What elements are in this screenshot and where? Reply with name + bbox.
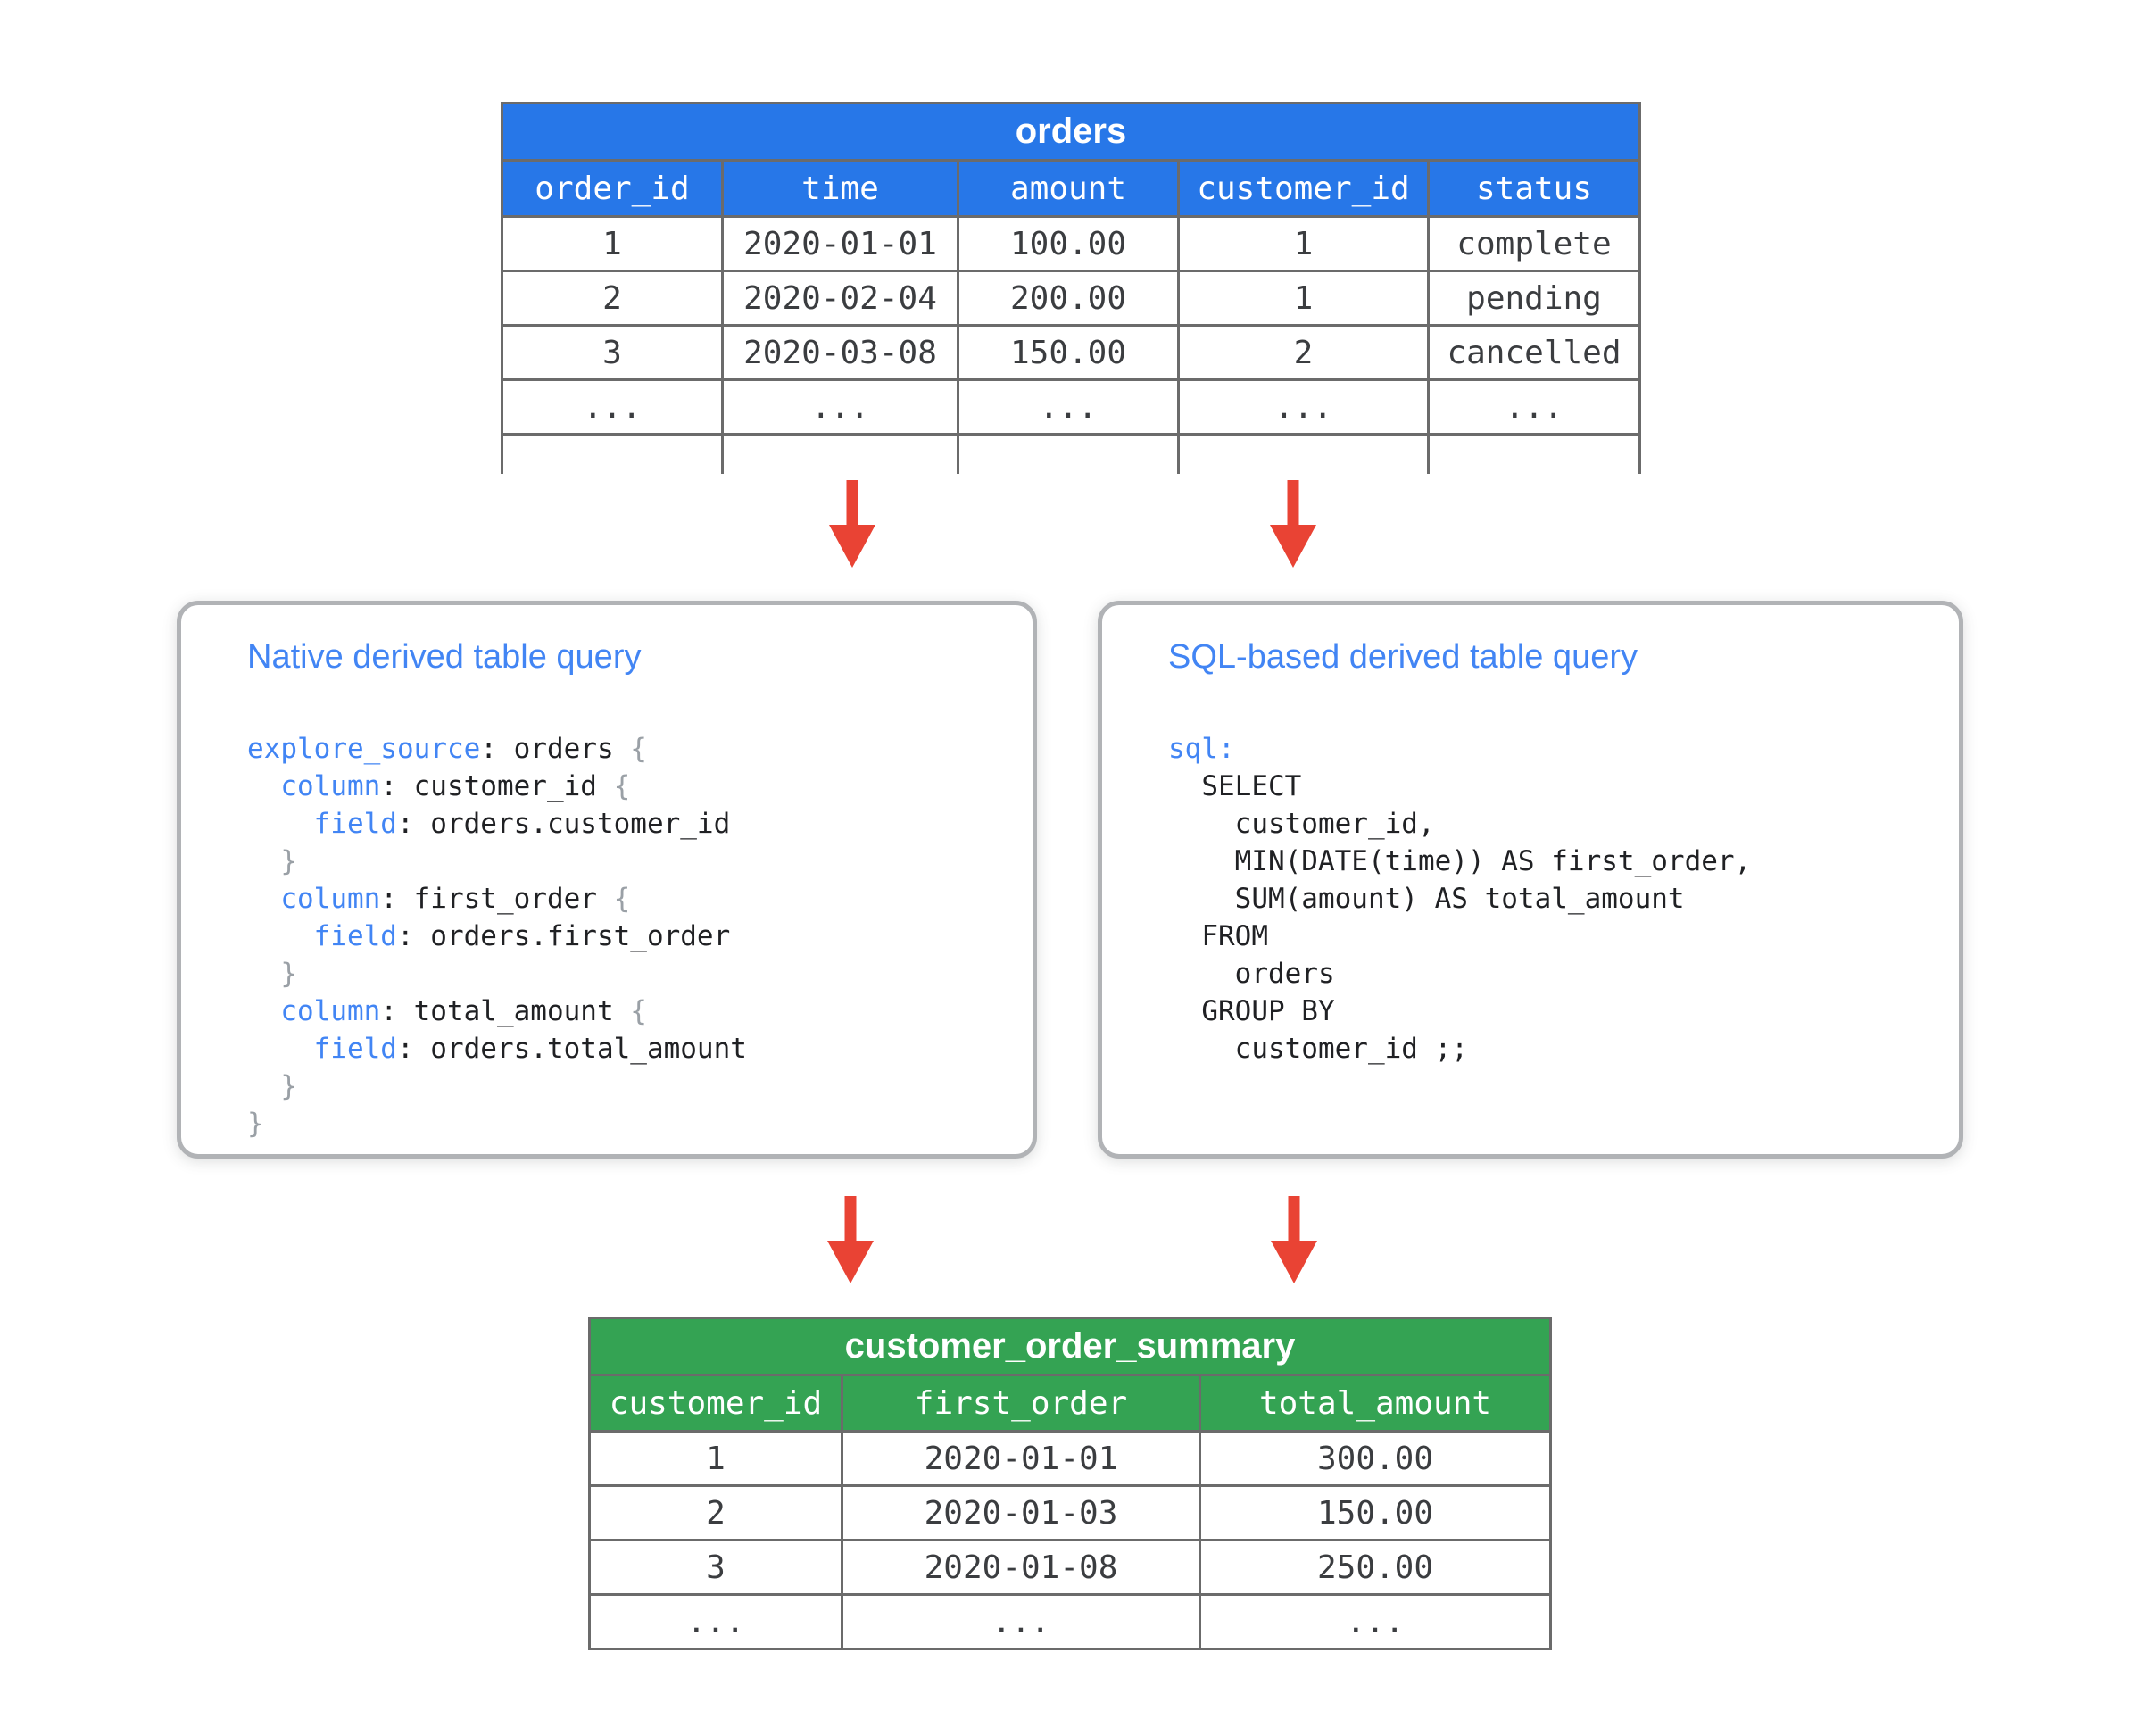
table-cell: 150.00 bbox=[957, 324, 1180, 381]
table-cell: ... bbox=[1198, 1593, 1553, 1650]
table-row: ......... bbox=[588, 1593, 1553, 1650]
sql-box-title: SQL-based derived table query bbox=[1168, 638, 1638, 676]
down-arrow-native-to-summary bbox=[827, 1196, 874, 1283]
table-cell: ... bbox=[501, 378, 724, 436]
column-header: customer_id bbox=[1177, 159, 1430, 218]
code-line: } bbox=[247, 1070, 297, 1102]
table-cell: ... bbox=[1427, 378, 1641, 436]
down-arrow-sql-to-summary bbox=[1271, 1196, 1317, 1283]
table-cell: ... bbox=[721, 378, 959, 436]
table-cell: 2 bbox=[1177, 324, 1430, 381]
table-cell: 150.00 bbox=[1198, 1484, 1553, 1541]
code-line: orders bbox=[1168, 958, 1335, 990]
down-arrow-icon bbox=[829, 480, 875, 568]
column-header: amount bbox=[957, 159, 1180, 218]
code-line: } bbox=[247, 845, 297, 877]
table-cell-empty bbox=[501, 433, 724, 474]
table-cell-empty bbox=[1427, 433, 1641, 474]
column-header: first_order bbox=[841, 1374, 1201, 1433]
code-line: field: orders.customer_id bbox=[313, 808, 731, 840]
column-header: customer_id bbox=[588, 1374, 843, 1433]
code-line: customer_id, bbox=[1168, 808, 1435, 840]
column-header: order_id bbox=[501, 159, 724, 218]
down-arrow-orders-to-native bbox=[829, 480, 875, 568]
code-line: column: total_amount { bbox=[280, 995, 647, 1027]
code-line: MIN(DATE(time)) AS first_order, bbox=[1168, 845, 1752, 877]
code-line: GROUP BY bbox=[1168, 995, 1335, 1027]
down-arrow-icon bbox=[1270, 480, 1316, 568]
down-arrow-orders-to-sql bbox=[1270, 480, 1316, 568]
table-cell: 2 bbox=[501, 270, 724, 327]
column-header: status bbox=[1427, 159, 1641, 218]
down-arrow-icon bbox=[827, 1196, 874, 1283]
table-cell: 2020-03-08 bbox=[721, 324, 959, 381]
native-box-title: Native derived table query bbox=[247, 638, 642, 676]
code-line: FROM bbox=[1168, 920, 1268, 952]
table-cell: 100.00 bbox=[957, 215, 1180, 272]
table-cell: 1 bbox=[588, 1430, 843, 1487]
table-cell: 250.00 bbox=[1198, 1539, 1553, 1596]
table-cell: 2020-01-03 bbox=[841, 1484, 1201, 1541]
table-cell-empty bbox=[1177, 433, 1430, 474]
column-header: time bbox=[721, 159, 959, 218]
code-line: field: orders.first_order bbox=[313, 920, 731, 952]
table-cell: 2020-02-04 bbox=[721, 270, 959, 327]
table-cell: cancelled bbox=[1427, 324, 1641, 381]
table-cell: 200.00 bbox=[957, 270, 1180, 327]
table-cell: ... bbox=[588, 1593, 843, 1650]
table-cell: 2020-01-08 bbox=[841, 1539, 1201, 1596]
code-line: column: customer_id { bbox=[280, 770, 631, 802]
code-line: customer_id ;; bbox=[1168, 1033, 1468, 1065]
code-line: column: first_order { bbox=[280, 883, 631, 915]
table-cell: ... bbox=[841, 1593, 1201, 1650]
table-cell: 3 bbox=[588, 1539, 843, 1596]
code-line: } bbox=[247, 1108, 264, 1140]
code-line: explore_source: orders { bbox=[247, 733, 647, 765]
sql-box-code: sql: SELECT customer_id, MIN(DATE(time))… bbox=[1168, 730, 1751, 1067]
table-cell: 1 bbox=[1177, 270, 1430, 327]
down-arrow-icon bbox=[1271, 1196, 1317, 1283]
code-line: sql: bbox=[1168, 733, 1235, 765]
table-cell: 300.00 bbox=[1198, 1430, 1553, 1487]
table-cell: 2 bbox=[588, 1484, 843, 1541]
table-cell: 3 bbox=[501, 324, 724, 381]
table-cell: ... bbox=[1177, 378, 1430, 436]
table-cell: 2020-01-01 bbox=[721, 215, 959, 272]
table-cell: 1 bbox=[501, 215, 724, 272]
code-line: SELECT bbox=[1168, 770, 1302, 802]
table-cell-empty bbox=[957, 433, 1180, 474]
code-line: field: orders.total_amount bbox=[313, 1033, 747, 1065]
native-derived-table-box: Native derived table query explore_sourc… bbox=[177, 601, 1037, 1159]
table-title: orders bbox=[501, 102, 1641, 162]
table-row bbox=[501, 433, 1641, 474]
table-cell: pending bbox=[1427, 270, 1641, 327]
table-cell: ... bbox=[957, 378, 1180, 436]
column-header: total_amount bbox=[1198, 1374, 1553, 1433]
table-title: customer_order_summary bbox=[588, 1317, 1553, 1376]
native-box-code: explore_source: orders { column: custome… bbox=[247, 730, 747, 1142]
sql-derived-table-box: SQL-based derived table query sql: SELEC… bbox=[1098, 601, 1963, 1159]
table-cell-empty bbox=[721, 433, 959, 474]
table-row: customer_order_summary bbox=[588, 1317, 1553, 1376]
table-cell: 2020-01-01 bbox=[841, 1430, 1201, 1487]
code-line: } bbox=[247, 958, 297, 990]
table-cell: 1 bbox=[1177, 215, 1430, 272]
code-line: SUM(amount) AS total_amount bbox=[1168, 883, 1685, 915]
table-cell: complete bbox=[1427, 215, 1641, 272]
table-row: orders bbox=[501, 102, 1641, 162]
table-row: ............... bbox=[501, 378, 1641, 436]
